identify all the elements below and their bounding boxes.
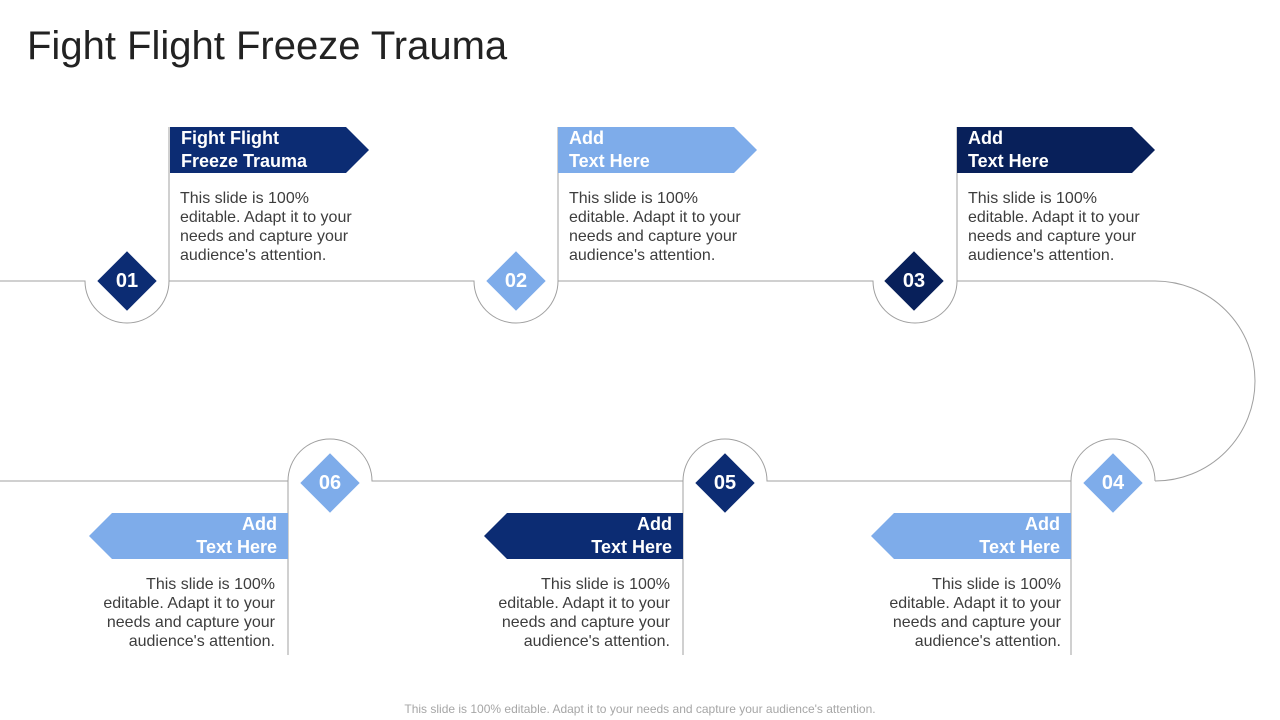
step-05-marker: 05 — [695, 453, 755, 513]
step-heading-line1: Add — [637, 514, 672, 534]
step-02-marker: 02 — [486, 251, 546, 311]
step-number: 04 — [1101, 472, 1125, 494]
step-06-description: This slide is 100% editable. Adapt it to… — [103, 576, 275, 650]
step-01-marker: 01 — [97, 251, 157, 311]
step-05-description: This slide is 100% editable. Adapt it to… — [498, 576, 670, 650]
step-06-heading: Add Text Here — [89, 513, 288, 559]
step-number: 02 — [504, 270, 528, 292]
step-heading-line2: Text Here — [979, 537, 1060, 557]
step-02-description: This slide is 100% editable. Adapt it to… — [569, 190, 741, 264]
step-06-marker: 06 — [300, 453, 360, 513]
step-heading-line2: Text Here — [968, 151, 1049, 171]
step-heading-line1: Add — [968, 128, 1003, 148]
step-02-heading: Add Text Here — [558, 127, 757, 173]
step-03-heading: Add Text Here — [957, 127, 1155, 173]
step-heading-line2: Text Here — [196, 537, 277, 557]
step-04-marker: 04 — [1083, 453, 1143, 513]
step-04-heading: Add Text Here — [871, 513, 1071, 559]
step-04-description: This slide is 100% editable. Adapt it to… — [889, 576, 1061, 650]
step-heading-line1: Add — [1025, 514, 1060, 534]
footer-note: This slide is 100% editable. Adapt it to… — [404, 702, 876, 716]
step-heading-line2: Freeze Trauma — [181, 151, 308, 171]
step-number: 06 — [318, 472, 342, 494]
step-01-heading: Fight Flight Freeze Trauma — [170, 127, 369, 173]
step-heading-line1: Add — [569, 128, 604, 148]
step-number: 05 — [713, 472, 737, 494]
step-number: 01 — [115, 270, 139, 292]
step-01-description: This slide is 100% editable. Adapt it to… — [180, 190, 352, 264]
page-title: Fight Flight Freeze Trauma — [27, 24, 508, 68]
step-number: 03 — [902, 270, 926, 292]
step-heading-line1: Fight Flight — [181, 128, 279, 148]
step-03-marker: 03 — [884, 251, 944, 311]
step-heading-line2: Text Here — [569, 151, 650, 171]
step-05-heading: Add Text Here — [484, 513, 683, 559]
step-heading-line1: Add — [242, 514, 277, 534]
step-heading-line2: Text Here — [591, 537, 672, 557]
step-03-description: This slide is 100% editable. Adapt it to… — [968, 190, 1140, 264]
